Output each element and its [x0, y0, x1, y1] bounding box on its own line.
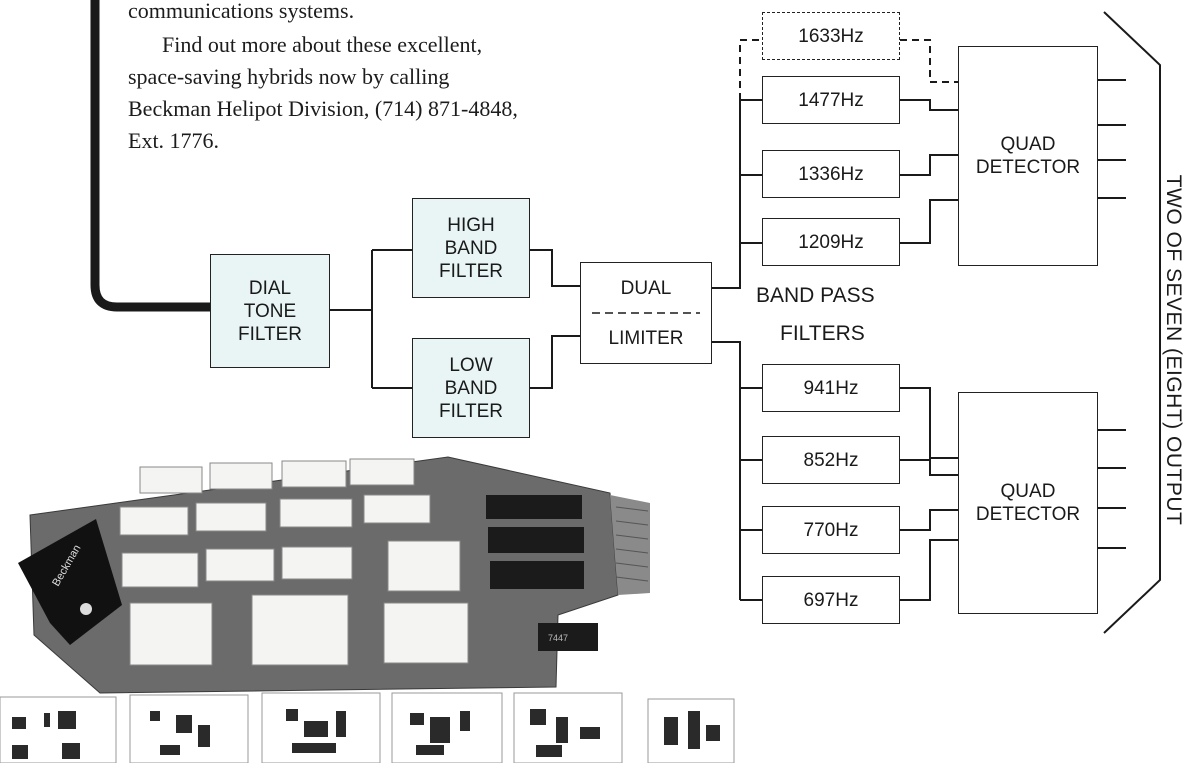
- wire-1336-to-detector: [900, 155, 958, 175]
- output-label: TWO OF SEVEN (EIGHT) OUTPUT: [1161, 175, 1185, 526]
- band-pass-filter-1633hz: 1633Hz: [762, 12, 900, 60]
- wire-697-to-detector: [900, 540, 958, 600]
- dual-limiter-bottom-label: LIMITER: [609, 327, 684, 350]
- wire-dial-to-bands: [330, 250, 412, 388]
- output-bracket: [1104, 12, 1160, 633]
- band-pass-filter-1209hz: 1209Hz: [762, 218, 900, 266]
- wire-1477-to-detector: [900, 100, 958, 110]
- band-pass-filter-852hz: 852Hz: [762, 436, 900, 484]
- quad-detector-bottom: QUAD DETECTOR: [958, 392, 1098, 614]
- wire-852-to-detector: [900, 460, 958, 475]
- top-detector-outputs: [1098, 80, 1126, 198]
- dial-tone-filter-block: DIAL TONE FILTER: [210, 254, 330, 368]
- wire-770-to-detector: [900, 510, 958, 530]
- low-band-filter-label: LOW BAND FILTER: [439, 354, 503, 423]
- band-pass-filter-1336hz: 1336Hz: [762, 150, 900, 198]
- wire-941-to-detector: [900, 388, 958, 458]
- wire-limiter-to-high-bus: [712, 100, 762, 288]
- low-band-filter-block: LOW BAND FILTER: [412, 338, 530, 438]
- high-band-filter-label: HIGH BAND FILTER: [439, 214, 503, 283]
- dual-limiter-top-label: DUAL: [621, 277, 672, 300]
- board-chip-code: 7447: [548, 633, 568, 643]
- band-pass-label-line-2: FILTERS: [780, 322, 865, 346]
- wire-high-to-limiter: [530, 250, 580, 286]
- wire-low-to-limiter: [530, 336, 580, 388]
- dial-tone-filter-label: DIAL TONE FILTER: [238, 277, 302, 346]
- quad-detector-bottom-label: QUAD DETECTOR: [976, 480, 1080, 526]
- wire-1633-optional-out: [900, 40, 958, 82]
- band-pass-filter-941hz: 941Hz: [762, 364, 900, 412]
- input-lead: [95, 0, 210, 307]
- high-band-filter-block: HIGH BAND FILTER: [412, 198, 530, 298]
- wire-1633-optional-in: [740, 40, 762, 100]
- circuit-board-photo: Beckman 7447: [0, 455, 740, 763]
- quad-detector-top: QUAD DETECTOR: [958, 46, 1098, 266]
- wire-1209-to-detector: [900, 200, 958, 243]
- dual-limiter-block: DUAL LIMITER: [580, 262, 712, 364]
- bottom-detector-outputs: [1098, 430, 1126, 548]
- band-pass-filter-770hz: 770Hz: [762, 506, 900, 554]
- band-pass-filter-1477hz: 1477Hz: [762, 76, 900, 124]
- band-pass-label-line-1: BAND PASS: [756, 284, 875, 308]
- band-pass-filter-697hz: 697Hz: [762, 576, 900, 624]
- quad-detector-top-label: QUAD DETECTOR: [976, 133, 1080, 179]
